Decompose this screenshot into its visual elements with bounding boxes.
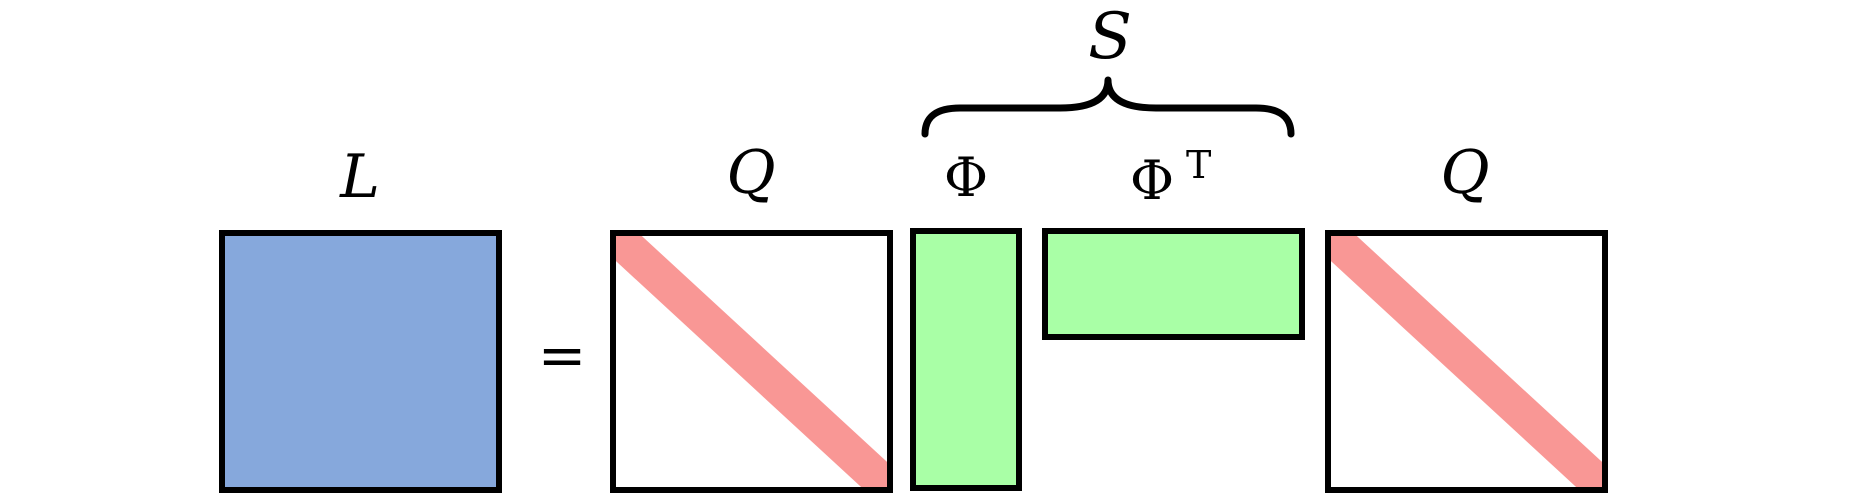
Phi-transpose-label: Φ — [1130, 149, 1174, 212]
Q-right-matrix — [1325, 230, 1608, 493]
S-overbrace — [921, 76, 1295, 138]
L-label: L — [339, 142, 380, 212]
Q-left-label: Q — [726, 138, 775, 208]
Q-right-label: Q — [1440, 138, 1489, 208]
Phi-transpose-matrix — [1042, 228, 1305, 340]
Q-left-matrix — [610, 230, 893, 493]
Q-left-diagonal-band — [616, 236, 887, 487]
L-matrix — [219, 230, 502, 493]
Phi-transpose-superscript: T — [1186, 143, 1211, 187]
S-label: S — [1088, 0, 1132, 74]
Phi-matrix — [910, 228, 1022, 491]
equals-sign: = — [538, 321, 587, 389]
Phi-transpose-base: Φ — [1130, 149, 1174, 212]
Q-right-diagonal-band — [1331, 236, 1602, 487]
Phi-label: Φ — [944, 146, 988, 209]
